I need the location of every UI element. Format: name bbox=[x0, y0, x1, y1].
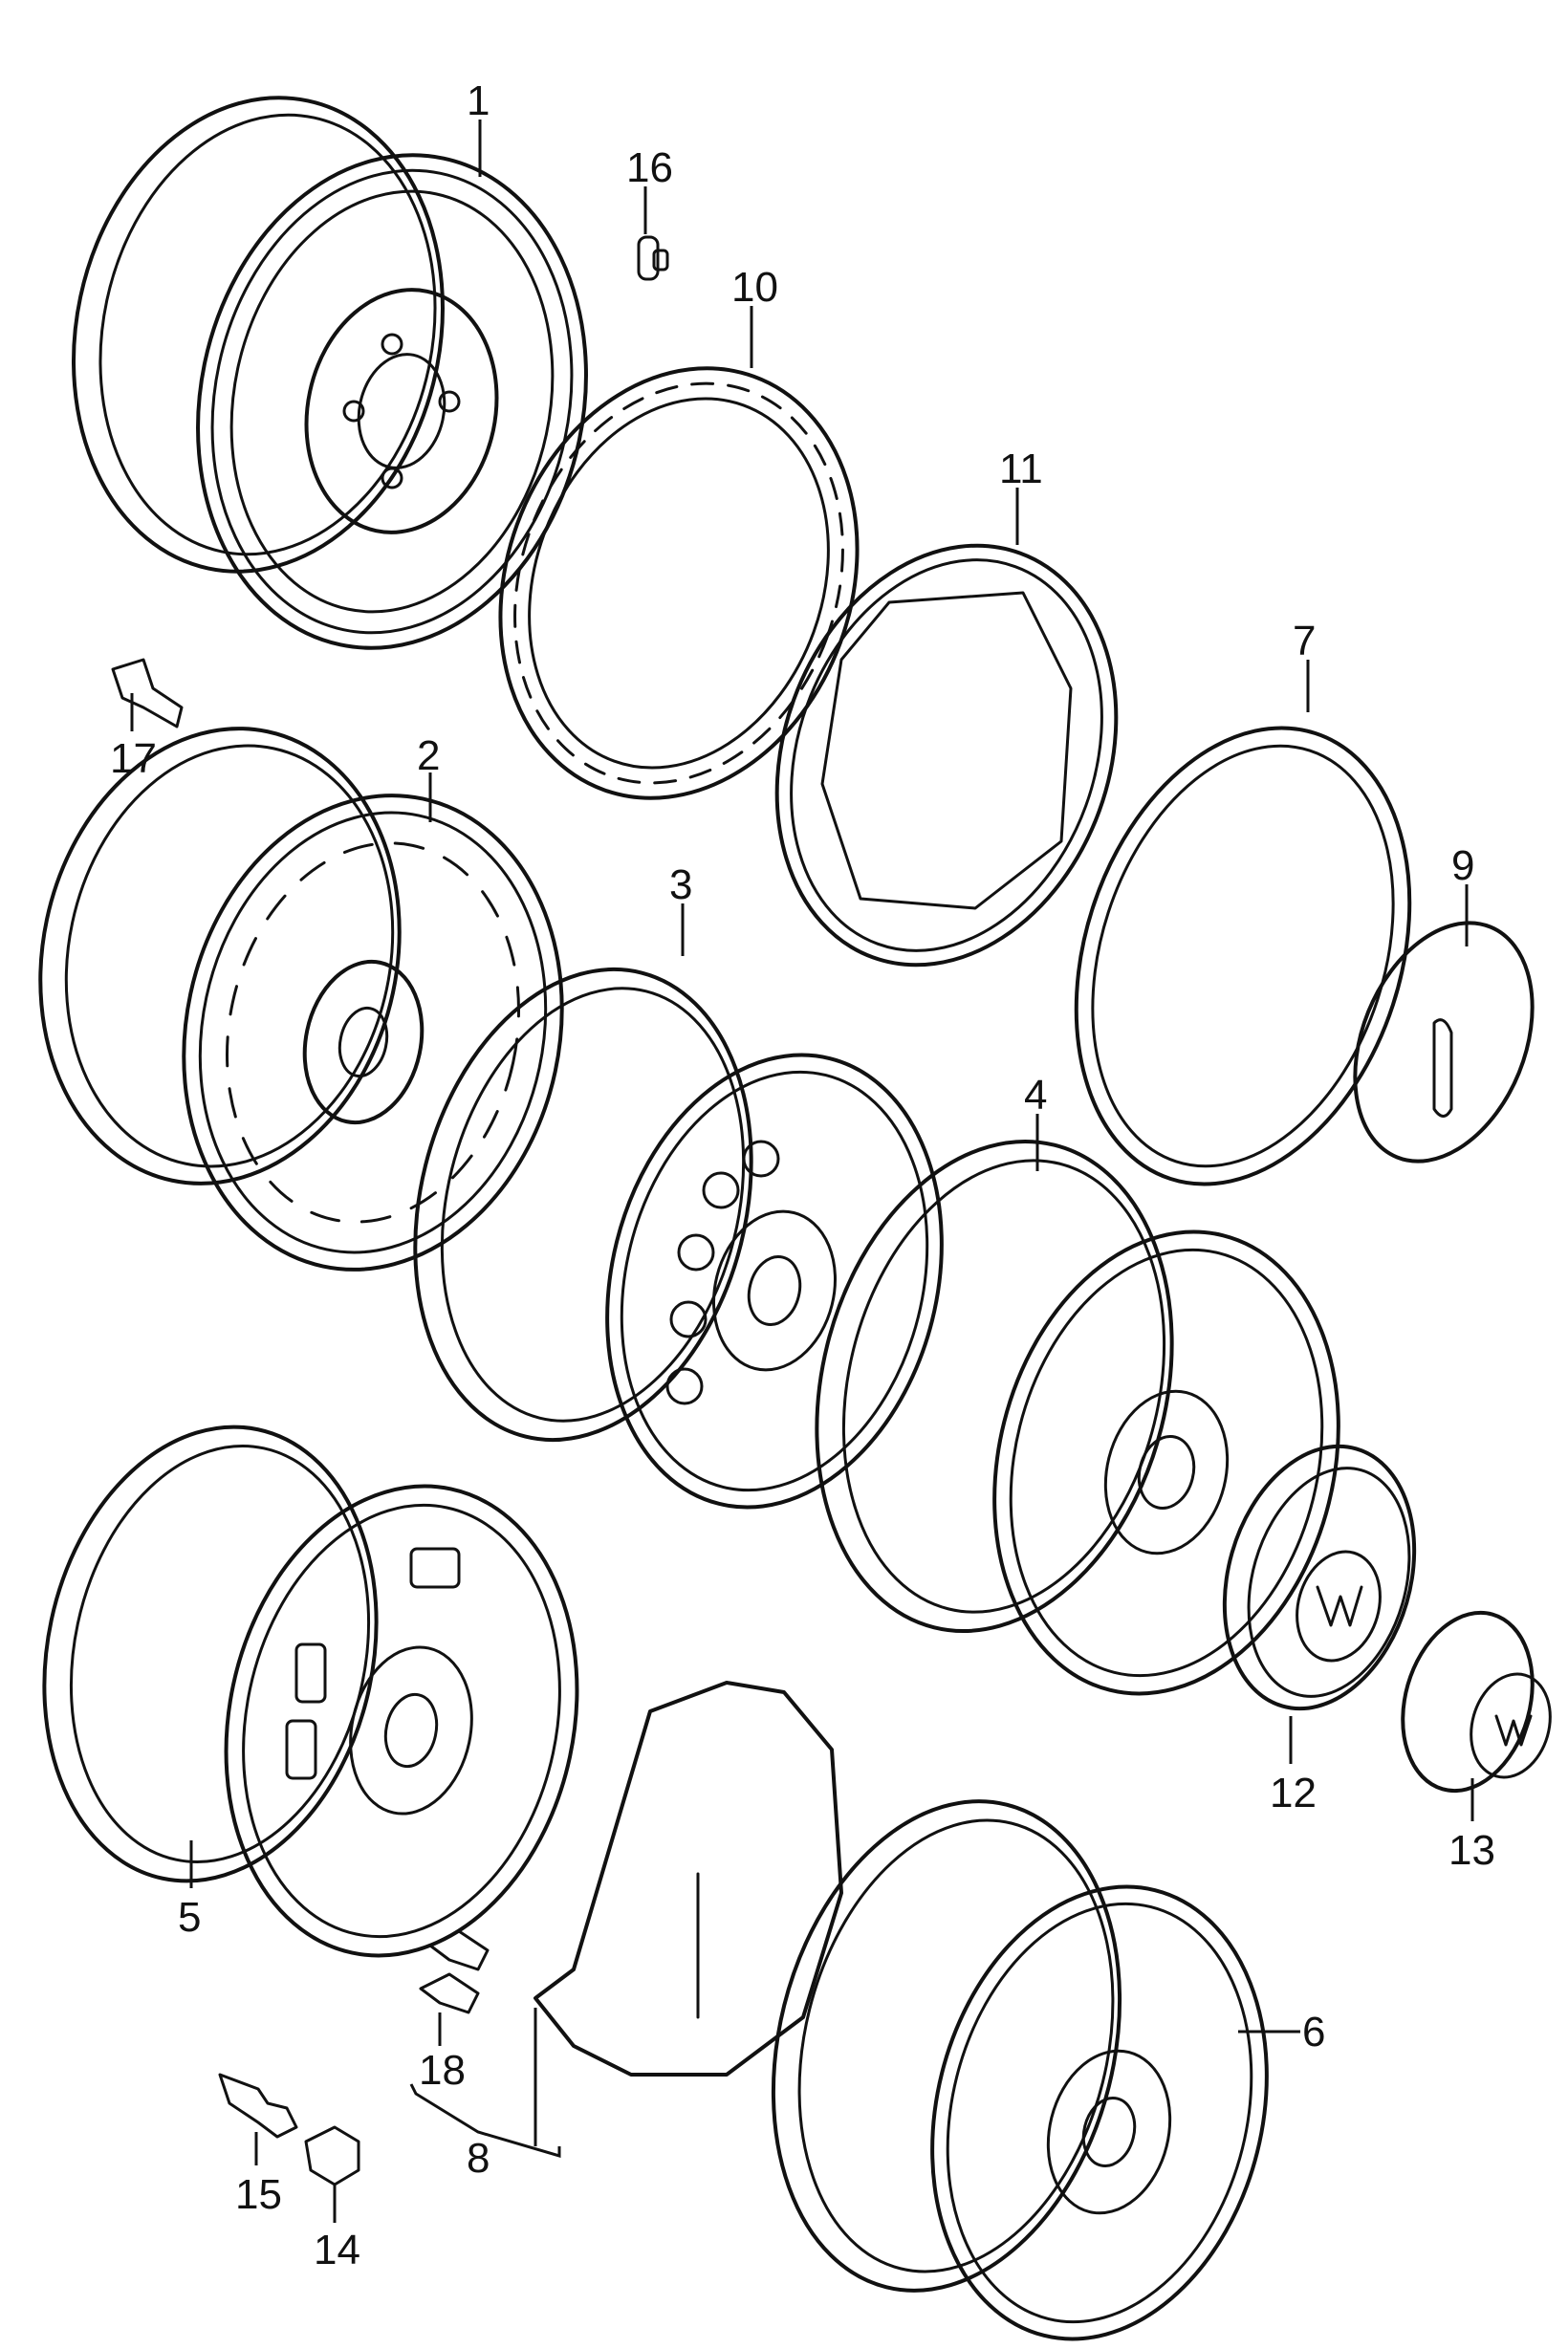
callout-16: 16 bbox=[626, 144, 673, 191]
center-cap-13 bbox=[1401, 1610, 1552, 1794]
trim-ring-7 bbox=[1074, 726, 1412, 1186]
hub-ring-11 bbox=[774, 543, 1119, 968]
valve-stem-17 bbox=[111, 658, 184, 729]
callout-2: 2 bbox=[417, 732, 440, 779]
clips-18 bbox=[419, 1929, 490, 2014]
trim-ring-10 bbox=[498, 366, 860, 800]
wheel-rim-2 bbox=[38, 727, 564, 1272]
wheel-rim-1 bbox=[72, 96, 588, 650]
callout-13: 13 bbox=[1448, 1827, 1495, 1874]
callout-8: 8 bbox=[467, 2135, 490, 2182]
callout-1: 1 bbox=[467, 77, 490, 124]
callout-4: 4 bbox=[1024, 1072, 1047, 1119]
callout-15: 15 bbox=[235, 2171, 282, 2218]
wheel-rim-3 bbox=[413, 967, 944, 1510]
callout-17: 17 bbox=[110, 735, 157, 782]
callout-9: 9 bbox=[1451, 842, 1474, 889]
callout-14: 14 bbox=[314, 2227, 360, 2273]
callout-3: 3 bbox=[669, 861, 692, 908]
wheel-rim-5 bbox=[42, 1425, 579, 1958]
cap-disc-9 bbox=[1353, 921, 1535, 1164]
callout-11: 11 bbox=[999, 446, 1043, 492]
pin-16 bbox=[637, 235, 669, 281]
callout-5: 5 bbox=[178, 1894, 201, 1941]
wheel-rim-4 bbox=[815, 1139, 1340, 1696]
callout-labels: 1 16 10 11 7 17 2 9 3 4 5 12 13 6 18 8 1… bbox=[110, 77, 1495, 2273]
callout-10: 10 bbox=[731, 264, 778, 311]
wheel-rim-6 bbox=[771, 1799, 1269, 2341]
callout-18: 18 bbox=[419, 2047, 466, 2094]
hub-plate-8 bbox=[534, 1681, 843, 2077]
leader-lines bbox=[130, 120, 1474, 2223]
callout-7: 7 bbox=[1293, 618, 1316, 664]
callout-12: 12 bbox=[1270, 1770, 1317, 1816]
callout-6: 6 bbox=[1302, 2009, 1325, 2055]
bolt-15 bbox=[218, 2073, 298, 2139]
nut-14 bbox=[304, 2125, 360, 2186]
hub-cap-12 bbox=[1222, 1444, 1417, 1711]
